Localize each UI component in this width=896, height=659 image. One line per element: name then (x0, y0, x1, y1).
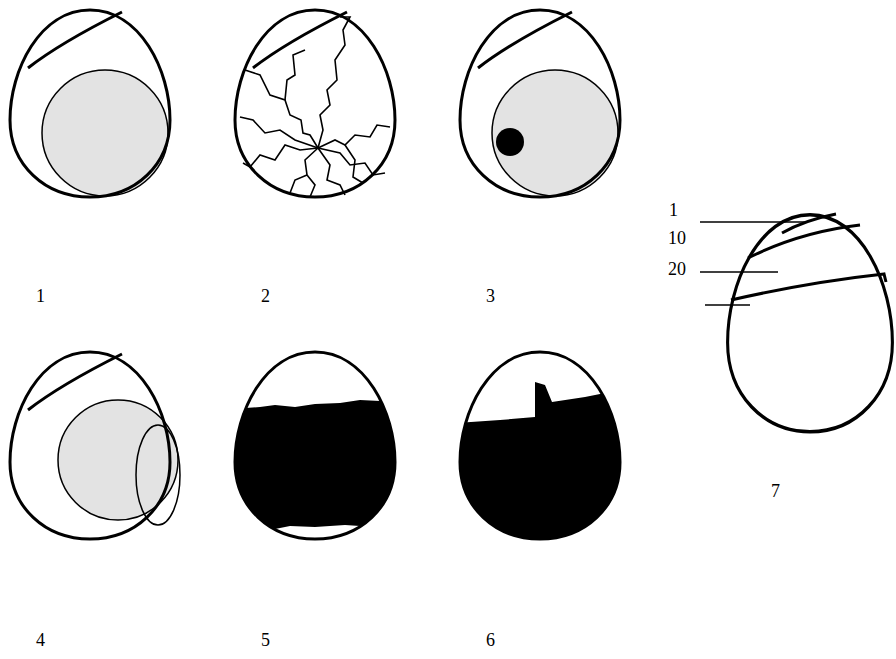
egg-rotten (230, 352, 400, 539)
egg-normal (10, 10, 170, 197)
figure-number: 3 (486, 287, 495, 305)
figure-number: 1 (36, 287, 45, 305)
air-cell-size: 20 (668, 260, 686, 278)
figure-number: 5 (261, 631, 270, 649)
figure-number: 7 (771, 482, 780, 500)
egg-dark-spiked (455, 352, 625, 547)
egg-blood-ring (235, 10, 395, 197)
air-cell-size: 10 (668, 229, 686, 247)
egg-air-cell-sizes (700, 214, 892, 432)
egg-blood-spot (460, 10, 620, 197)
figure-number: 2 (261, 287, 270, 305)
figure-number: 4 (36, 631, 45, 649)
egg-embryo-ring (10, 352, 180, 539)
air-cell-size: 1 (669, 201, 678, 219)
figure-number: 6 (486, 631, 495, 649)
